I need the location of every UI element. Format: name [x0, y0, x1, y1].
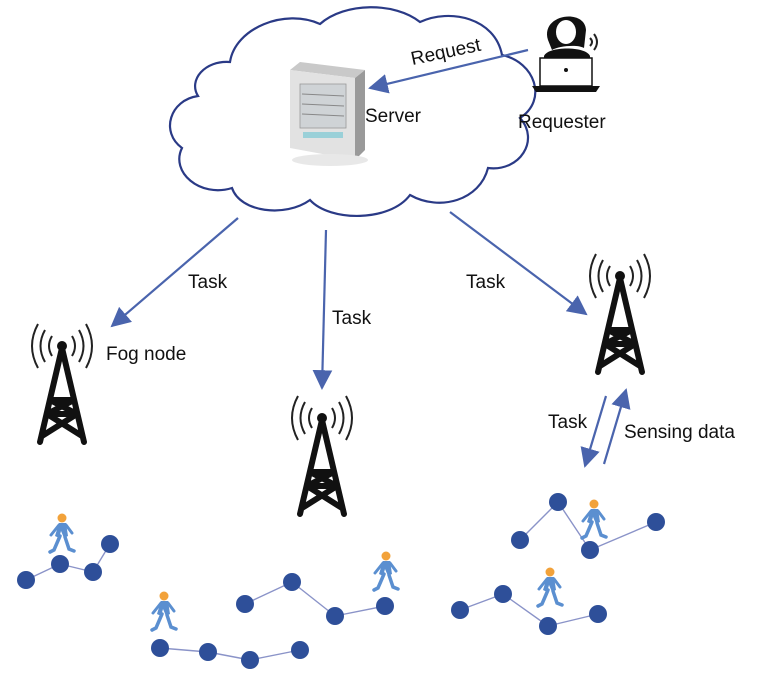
sensor-node — [647, 513, 665, 531]
sensor-node — [151, 639, 169, 657]
sensor-cluster-right — [451, 493, 665, 635]
sensor-node — [451, 601, 469, 619]
task-label-middle: Task — [332, 308, 372, 329]
sensor-node — [549, 493, 567, 511]
walking-person-icon — [150, 589, 178, 632]
sensor-node — [291, 641, 309, 659]
sensor-node — [241, 651, 259, 669]
walking-person-icon — [48, 511, 76, 554]
task-label-left: Task — [188, 272, 228, 293]
server-icon — [290, 62, 368, 166]
sensing-data-arrow-up — [602, 388, 631, 465]
sensor-node — [101, 535, 119, 553]
sensor-node — [494, 585, 512, 603]
sensor-node — [51, 555, 69, 573]
sensor-node — [84, 563, 102, 581]
sensor-node — [511, 531, 529, 549]
requester-laptop-icon — [532, 16, 600, 92]
sensor-node — [376, 597, 394, 615]
sensor-node — [199, 643, 217, 661]
task-label-right: Task — [466, 272, 506, 293]
radio-tower-icon-right — [590, 254, 650, 372]
sensor-node — [539, 617, 557, 635]
fog-node-label: Fog node — [106, 344, 186, 365]
sensor-cluster-middle — [150, 549, 400, 669]
request-arrow — [368, 48, 529, 94]
task-arrow-middle — [312, 229, 333, 390]
walking-person-icon — [536, 565, 564, 608]
sensing-data-label: Sensing data — [624, 422, 735, 443]
sensor-node — [283, 573, 301, 591]
sensor-node — [17, 571, 35, 589]
radio-tower-icon-left — [32, 324, 92, 442]
task-arrow-right — [449, 211, 588, 316]
radio-tower-icon-middle — [292, 396, 352, 514]
walking-person-icon — [580, 497, 608, 540]
walking-person-icon — [372, 549, 400, 592]
sensor-cluster-left — [17, 511, 119, 589]
sensor-node — [326, 607, 344, 625]
sensor-node — [236, 595, 254, 613]
task-arrow-down — [580, 395, 608, 468]
task-label-up: Task — [548, 412, 588, 433]
sensor-node — [581, 541, 599, 559]
server-label: Server — [365, 106, 422, 127]
task-arrow-left — [110, 217, 239, 328]
requester-label: Requester — [518, 112, 606, 133]
sensor-node — [589, 605, 607, 623]
